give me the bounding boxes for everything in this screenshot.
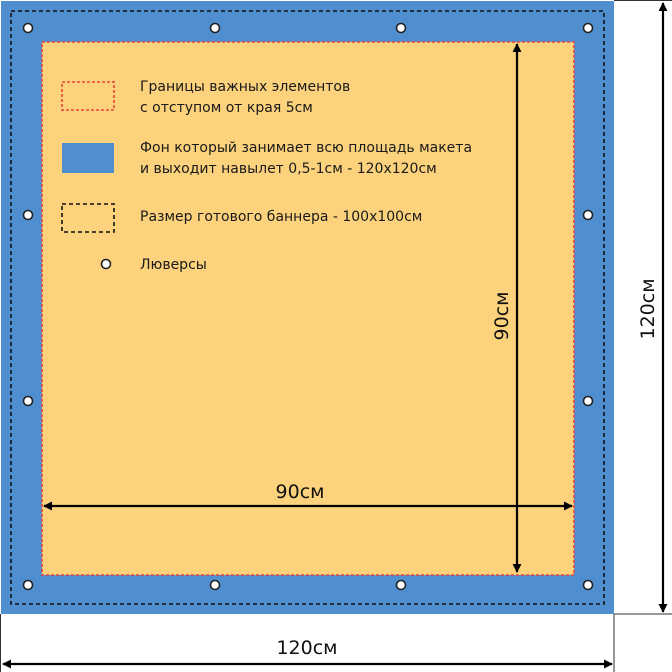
grommet-9 [22,209,34,221]
legend-safe-zone-line1: Границы важных элементов [140,79,350,95]
grommets [22,22,594,591]
outer-height-label: 120см [637,278,659,339]
outer-width-label: 120см [276,637,337,659]
grommet-1 [22,22,34,34]
grommet-5 [395,22,407,34]
grommet-11 [22,395,34,407]
grommet-circle-icon [100,258,112,270]
grommet-4 [209,579,221,591]
grommet-8 [582,579,594,591]
red-dashed-rectangle-icon [61,81,115,111]
legend-safe-zone-line2: с отступом от края 5см [140,100,313,116]
legend: Границы важных элементов с отступом от к… [61,79,472,273]
grommet-2 [22,579,34,591]
grommet-6 [395,579,407,591]
legend-background-line1: Фон который занимает всю площадь макета [140,140,472,156]
black-dashed-rectangle-icon [61,203,115,233]
inner-height-label: 90см [491,292,513,341]
grommet-10 [582,209,594,221]
safe-area-border [41,41,575,576]
grommet-12 [582,395,594,407]
grommet-7 [582,22,594,34]
safe-area [42,42,574,575]
finished-banner-border [10,10,605,605]
legend-background-line2: и выходит навылет 0,5-1см - 120x120см [140,161,437,177]
blue-filled-rectangle-icon [62,143,114,173]
legend-finished-size-line1: Размер готового баннера - 100x100см [140,209,422,225]
legend-grommets-line1: Люверсы [140,257,207,273]
grommet-3 [209,22,221,34]
inner-width-label: 90см [276,481,325,503]
